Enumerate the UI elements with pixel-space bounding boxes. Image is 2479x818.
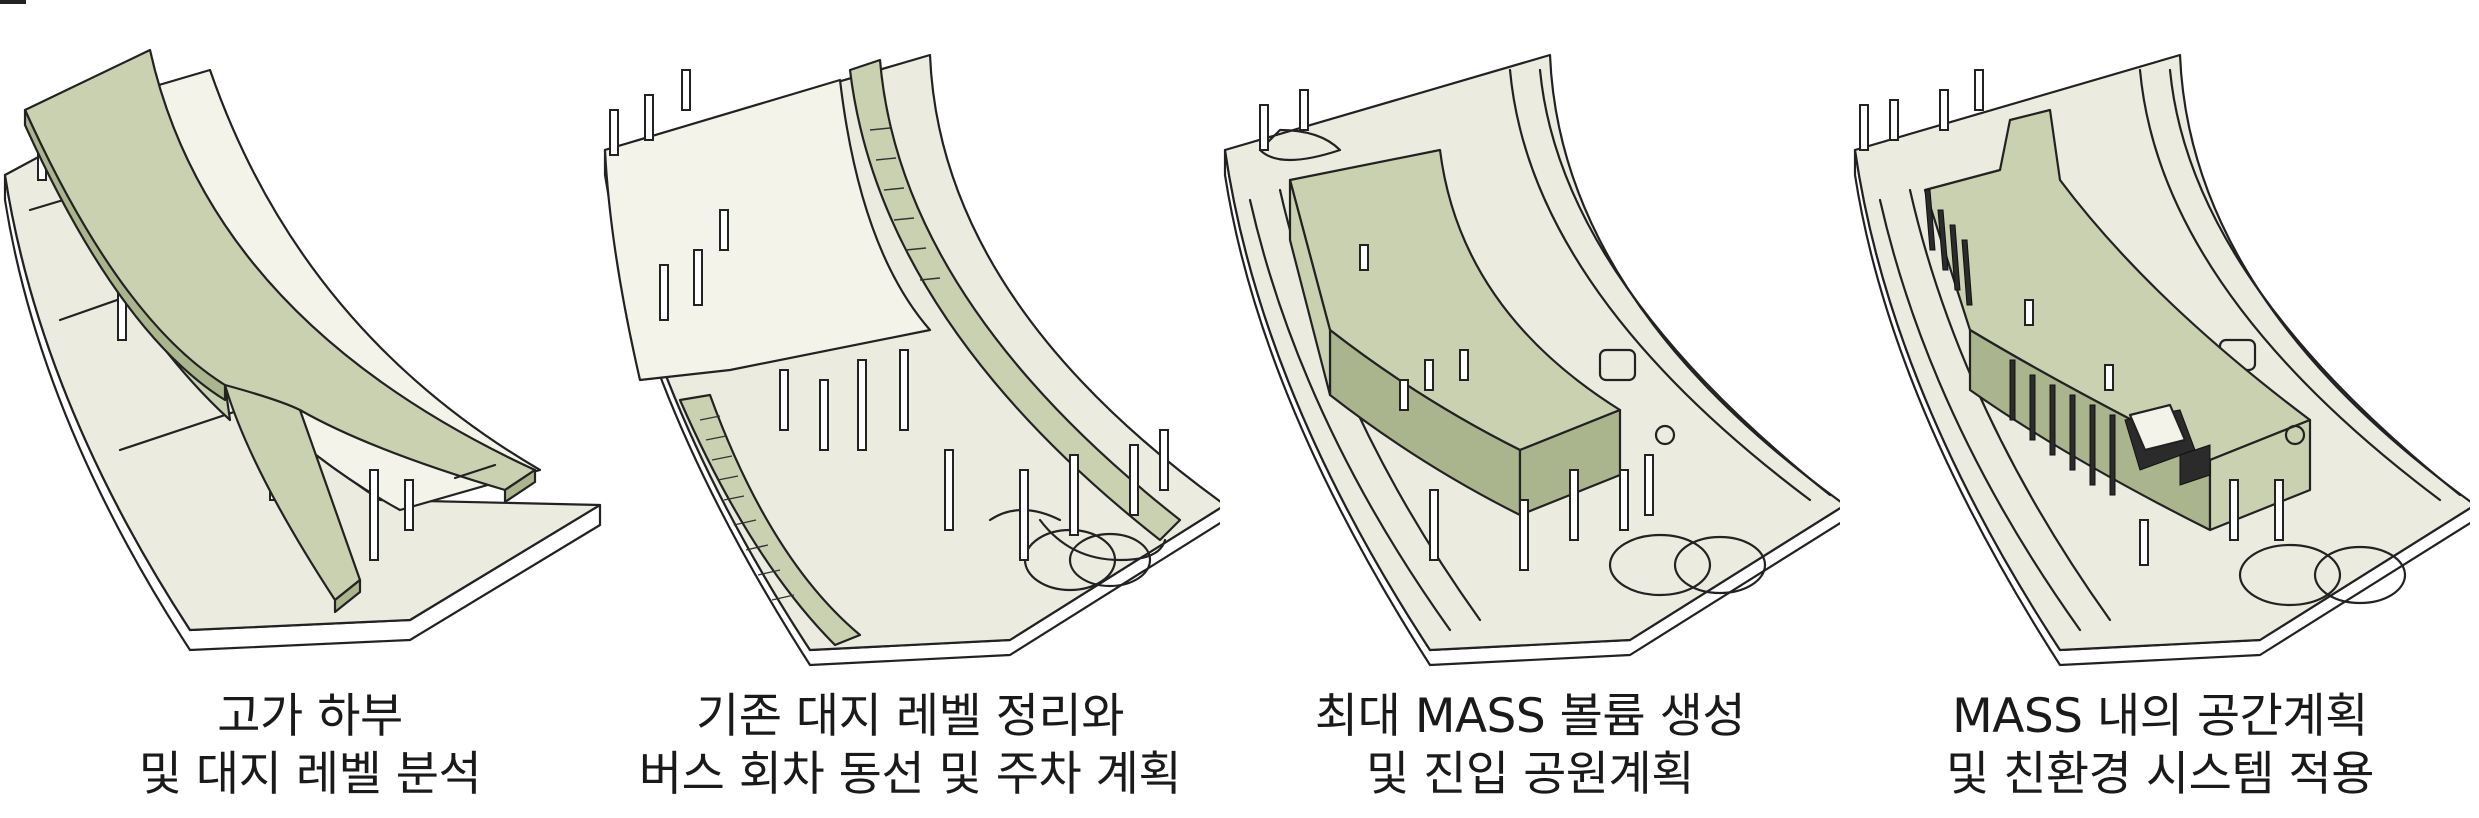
column: [1129, 444, 1139, 516]
column: [819, 379, 829, 451]
column: [1359, 244, 1369, 271]
caption-4-line2: 및 친환경 시스템 적용: [1946, 747, 2374, 802]
column: [1159, 429, 1169, 491]
road-split-line: [453, 463, 497, 480]
diagram-3-drawing: [1223, 53, 1840, 667]
column: [899, 349, 909, 431]
bus-loop: [1608, 533, 1712, 597]
plaza-circle: [2284, 424, 2306, 446]
column: [1429, 489, 1439, 561]
column: [857, 359, 867, 451]
road-line: [1538, 68, 1832, 497]
parking-stripes: [699, 127, 941, 601]
column: [2274, 479, 2284, 541]
road-line: [2168, 68, 2462, 497]
column: [681, 69, 691, 111]
road-line: [2138, 68, 2442, 502]
column: [1974, 69, 1984, 111]
elevated-road-edge: [23, 108, 227, 402]
road-split-line: [223, 383, 302, 412]
bus-loop: [1038, 518, 1167, 562]
column: [2024, 299, 2034, 326]
column: [1019, 469, 1029, 561]
road-line: [1508, 68, 1812, 502]
loop-path: [1258, 128, 1342, 162]
elevated-road-edge: [503, 468, 537, 504]
column: [1519, 499, 1529, 571]
caption-2: 기존 대지 레벨 정리와 버스 회차 동선 및 주차 계획: [600, 688, 1220, 804]
column: [719, 209, 729, 251]
column: [2139, 519, 2149, 566]
column: [1619, 469, 1629, 531]
column: [1939, 89, 1949, 131]
columns: [609, 69, 1169, 561]
column: [1644, 454, 1654, 516]
column: [944, 449, 954, 531]
caption-3-line1: 최대 MASS 볼륨 생성: [1314, 689, 1746, 744]
diagram-1-drawing: [3, 48, 602, 652]
bus-loop: [2313, 545, 2407, 605]
bus-loop: [1068, 532, 1152, 588]
column: [1299, 89, 1309, 131]
diagram-panel-3: 최대 MASS 볼륨 생성 및 진입 공원계획: [1220, 0, 1840, 818]
caption-2-line2: 버스 회차 동선 및 주차 계획: [638, 747, 1182, 802]
mass-left: [1288, 178, 1332, 397]
elevated-road-edge: [333, 578, 362, 614]
caption-4-line1: MASS 내의 공간계획: [1952, 689, 2368, 744]
column: [1889, 99, 1899, 141]
columns: [1259, 89, 1654, 571]
column: [2104, 364, 2114, 391]
column: [369, 469, 379, 561]
road-line: [1908, 188, 2112, 622]
road-line: [1878, 198, 2082, 632]
road-line: [1248, 198, 1452, 632]
caption-3: 최대 MASS 볼륨 생성 및 진입 공원계획: [1220, 688, 1840, 804]
column: [2229, 479, 2239, 541]
column: [404, 479, 414, 531]
column: [644, 94, 654, 141]
column: [609, 109, 619, 156]
column: [1859, 104, 1869, 151]
roof-void: [2128, 403, 2187, 452]
upper-plane: [603, 78, 932, 382]
columns: [1859, 69, 2284, 566]
column: [1569, 469, 1579, 541]
caption-1-line2: 및 대지 레벨 분석: [138, 747, 482, 802]
caption-4: MASS 내의 공간계획 및 친환경 시스템 적용: [1850, 688, 2470, 804]
column: [1399, 379, 1409, 411]
column: [779, 369, 789, 431]
caption-1-line1: 고가 하부: [217, 689, 403, 744]
column: [1459, 349, 1469, 381]
diagram-4-drawing: [1853, 53, 2470, 667]
bus-loop: [2238, 543, 2342, 607]
column: [1069, 454, 1079, 536]
diagram-panel-1: 고가 하부 및 대지 레벨 분석: [0, 0, 620, 818]
plaza: [1598, 348, 1637, 382]
plaza-circle: [1654, 424, 1676, 446]
bus-loop: [1673, 535, 1767, 595]
caption-3-line2: 및 진입 공원계획: [1365, 747, 1695, 802]
diagram-panel-2: 기존 대지 레벨 정리와 버스 회차 동선 및 주차 계획: [600, 0, 1220, 818]
column: [659, 264, 669, 321]
column: [1424, 359, 1434, 391]
caption-1: 고가 하부 및 대지 레벨 분석: [0, 688, 620, 804]
caption-2-line1: 기존 대지 레벨 정리와: [696, 689, 1124, 744]
column: [1259, 104, 1269, 151]
curved-road: [848, 58, 1182, 542]
diagram-2-drawing: [603, 53, 1220, 667]
column: [693, 249, 703, 306]
diagram-panel-4: MASS 내의 공간계획 및 친환경 시스템 적용: [1850, 0, 2470, 818]
corner-mark: [0, 0, 26, 4]
